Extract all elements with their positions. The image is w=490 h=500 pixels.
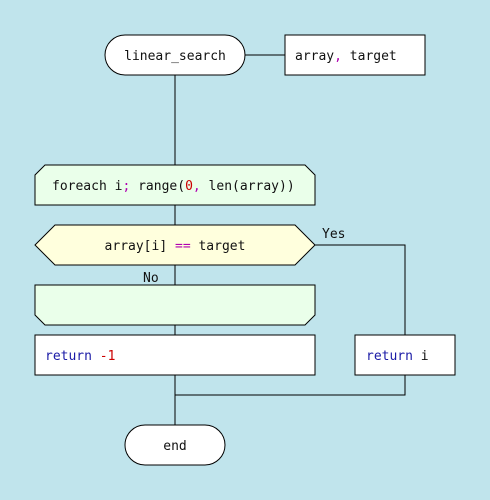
code-token: foreach i [52, 179, 122, 194]
return-not-found-text: return -1 [45, 349, 115, 364]
code-token: , [334, 49, 342, 64]
code-token: len(array)) [201, 179, 295, 194]
code-token: target [191, 239, 246, 254]
connector-found-to-merge [175, 375, 406, 396]
return-not-found-box [34, 334, 316, 376]
start-label: linear_search [124, 49, 226, 64]
decision-text: array[i] == target [105, 239, 246, 254]
start-terminal [104, 34, 246, 76]
code-token: array[i] [105, 239, 175, 254]
code-token: 0 [185, 179, 193, 194]
connector-decision-yes [315, 244, 406, 335]
return-found-box [354, 334, 456, 376]
code-token: ; [122, 179, 130, 194]
code-token [92, 349, 100, 364]
connectors [174, 54, 406, 425]
return-found-text: return i [366, 349, 429, 364]
yes-label: Yes [322, 227, 345, 242]
code-token: return [366, 349, 413, 364]
decision-block [34, 224, 316, 266]
code-token: range( [130, 179, 185, 194]
end-terminal [124, 424, 226, 466]
code-token: , [193, 179, 201, 194]
code-token: i [413, 349, 429, 364]
code-token: -1 [100, 349, 116, 364]
loop-text: foreach i; range(0, len(array)) [52, 179, 295, 194]
no-label: No [143, 271, 159, 286]
code-token: array [295, 49, 334, 64]
loop-start-block [34, 164, 316, 206]
code-token: target [342, 49, 397, 64]
code-token: == [175, 239, 191, 254]
params-box [284, 34, 426, 76]
code-token: return [45, 349, 92, 364]
params-text: array, target [295, 49, 397, 64]
end-label: end [163, 439, 186, 454]
loop-end-block [34, 284, 316, 326]
